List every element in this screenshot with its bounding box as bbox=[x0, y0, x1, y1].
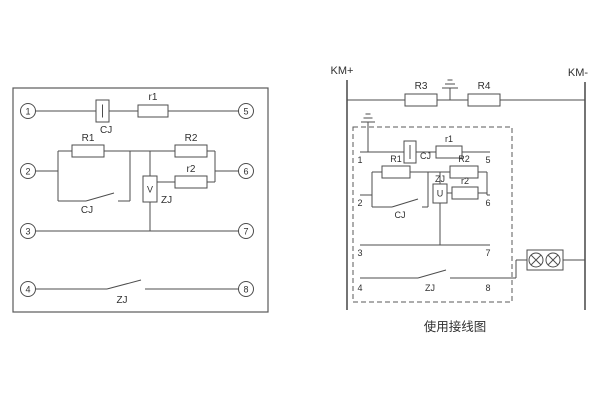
terminal-5: 5 bbox=[238, 103, 254, 119]
svg-text:6: 6 bbox=[243, 167, 248, 177]
resistor-r1 bbox=[137, 104, 169, 118]
resistor-r1 bbox=[435, 145, 463, 159]
terminal-number-1: 1 bbox=[357, 155, 362, 165]
cj-contact-label: CJ bbox=[395, 210, 406, 220]
cj-coil-label: CJ bbox=[100, 125, 112, 136]
resistor-r2 bbox=[174, 175, 208, 189]
svg-text:5: 5 bbox=[243, 107, 248, 117]
cj-contact bbox=[58, 192, 130, 202]
resistor-R3-label: R3 bbox=[415, 81, 428, 92]
zj-coil-label: ZJ bbox=[435, 174, 445, 184]
zj-contact bbox=[35, 279, 239, 290]
resistor-r2-label: r2 bbox=[187, 164, 196, 175]
zj-coil-label: ZJ bbox=[161, 195, 172, 206]
cj-coil bbox=[95, 99, 110, 123]
resistor-R1-label: R1 bbox=[82, 133, 95, 144]
resistor-r2-label: r2 bbox=[461, 176, 469, 186]
contact-arm-icon bbox=[85, 192, 115, 202]
km-plus-label: KM+ bbox=[331, 65, 354, 77]
zj-coil: V bbox=[142, 175, 158, 203]
relay-case-outline bbox=[12, 87, 269, 313]
resistor-R4-label: R4 bbox=[478, 81, 491, 92]
resistor-R2 bbox=[174, 144, 208, 158]
zj-contact bbox=[360, 269, 516, 279]
zj-coil-symbol: U bbox=[437, 189, 444, 199]
svg-text:2: 2 bbox=[25, 167, 30, 177]
terminal-6: 6 bbox=[238, 163, 254, 179]
resistor-R1 bbox=[381, 165, 411, 179]
zj-contact-label: ZJ bbox=[425, 283, 435, 293]
cj-coil-label: CJ bbox=[420, 151, 431, 161]
resistor-r1-label: r1 bbox=[149, 92, 158, 103]
resistor-R4 bbox=[467, 93, 501, 107]
terminal-8: 8 bbox=[238, 281, 254, 297]
terminal-number-6: 6 bbox=[485, 198, 490, 208]
terminal-2: 2 bbox=[20, 163, 36, 179]
terminal-7: 7 bbox=[238, 223, 254, 239]
svg-text:3: 3 bbox=[25, 227, 30, 237]
relay-boundary bbox=[352, 126, 513, 303]
resistor-R2 bbox=[449, 165, 479, 179]
resistor-R3 bbox=[404, 93, 438, 107]
terminal-number-3: 3 bbox=[357, 248, 362, 258]
contact-arm-icon bbox=[391, 198, 419, 208]
diagram-caption: 使用接线图 bbox=[424, 319, 487, 334]
cj-contact bbox=[372, 198, 428, 208]
zj-contact-label: ZJ bbox=[116, 295, 127, 306]
terminal-number-2: 2 bbox=[357, 198, 362, 208]
svg-text:7: 7 bbox=[243, 227, 248, 237]
svg-text:1: 1 bbox=[25, 107, 30, 117]
contact-arm-icon bbox=[106, 279, 142, 290]
terminal-1: 1 bbox=[20, 103, 36, 119]
terminal-number-4: 4 bbox=[357, 283, 362, 293]
resistor-r2 bbox=[451, 186, 479, 200]
resistor-R2-label: R2 bbox=[185, 133, 198, 144]
usage-wiring-diagram: KM+ KM- R3 R4 CJ bbox=[331, 65, 589, 334]
resistor-R2-label: R2 bbox=[458, 154, 470, 164]
cj-contact-label: CJ bbox=[81, 205, 93, 216]
svg-text:8: 8 bbox=[243, 285, 248, 295]
terminal-number-8: 8 bbox=[485, 283, 490, 293]
resistor-r1-label: r1 bbox=[445, 134, 453, 144]
resistor-R1 bbox=[71, 144, 105, 158]
cj-coil bbox=[403, 140, 417, 164]
svg-text:4: 4 bbox=[25, 285, 30, 295]
terminal-number-5: 5 bbox=[485, 155, 490, 165]
ground-icon bbox=[442, 79, 458, 100]
zj-coil: U bbox=[432, 183, 448, 204]
resistor-R1-label: R1 bbox=[390, 154, 402, 164]
zj-coil-symbol: V bbox=[147, 185, 153, 195]
contact-arm-icon bbox=[417, 269, 447, 279]
internal-wiring-diagram: CJ r1 R1 CJ R2 r2 V ZJ bbox=[12, 87, 269, 313]
ground-icon bbox=[361, 113, 375, 152]
km-minus-label: KM- bbox=[568, 67, 589, 79]
terminal-number-7: 7 bbox=[485, 248, 490, 258]
terminal-3: 3 bbox=[20, 223, 36, 239]
lamp-icon bbox=[526, 249, 564, 271]
terminal-4: 4 bbox=[20, 281, 36, 297]
